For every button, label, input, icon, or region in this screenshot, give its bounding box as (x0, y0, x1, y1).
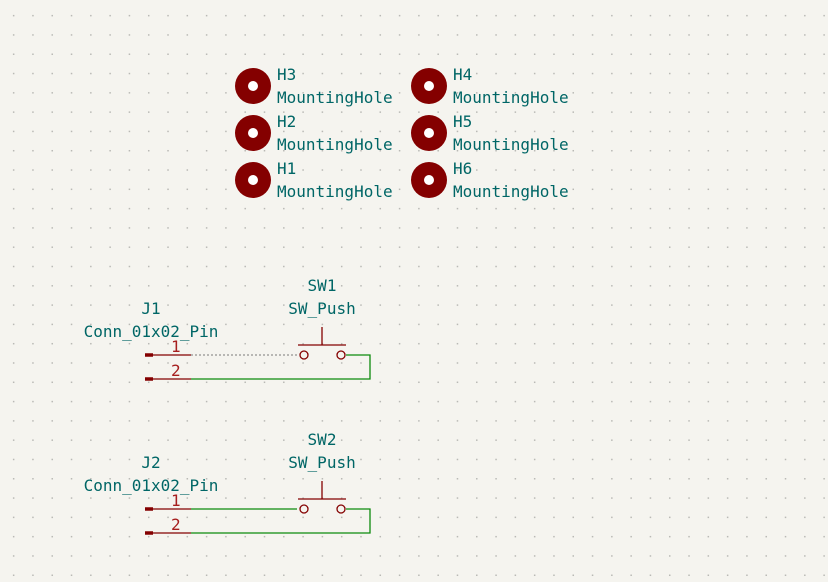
mounting-hole-h5[interactable]: H5 MountingHole (411, 112, 569, 154)
value-label: Conn_01x02_Pin (84, 476, 219, 495)
reference-label: H6 (453, 159, 472, 178)
connector-j2[interactable]: J2 Conn_01x02_Pin 1 2 (84, 453, 219, 535)
mounting-hole-h4[interactable]: H4 MountingHole (411, 65, 569, 107)
mounting-hole-h2[interactable]: H2 MountingHole (235, 112, 393, 154)
pin-number: 2 (171, 515, 181, 534)
mounting-hole-h6[interactable]: H6 MountingHole (411, 159, 569, 201)
value-label: MountingHole (277, 135, 393, 154)
switch-contact (299, 350, 309, 360)
reference-label: H5 (453, 112, 472, 131)
value-label: SW_Push (288, 299, 355, 318)
wire-j1-pin2-sw1[interactable] (191, 354, 371, 380)
value-label: MountingHole (453, 182, 569, 201)
pin-number: 2 (171, 361, 181, 380)
wire-j2-pin2-sw2[interactable] (191, 508, 371, 534)
switch-sw2[interactable]: SW2 SW_Push (288, 430, 356, 514)
reference-label: H1 (277, 159, 296, 178)
reference-label: H2 (277, 112, 296, 131)
mounting-hole-h1[interactable]: H1 MountingHole (235, 159, 393, 201)
switch-sw1[interactable]: SW1 SW_Push (288, 276, 356, 360)
value-label: SW_Push (288, 453, 355, 472)
pin-number: 1 (171, 337, 181, 356)
value-label: MountingHole (277, 182, 393, 201)
reference-label: J1 (141, 299, 160, 318)
value-label: MountingHole (277, 88, 393, 107)
switch-contact (336, 350, 346, 360)
value-label: Conn_01x02_Pin (84, 322, 219, 341)
value-label: MountingHole (453, 88, 569, 107)
connector-j1[interactable]: J1 Conn_01x02_Pin 1 2 (84, 299, 219, 381)
pin-number: 1 (171, 491, 181, 510)
switch-contact (336, 504, 346, 514)
reference-label: J2 (141, 453, 160, 472)
mounting-hole-h3[interactable]: H3 MountingHole (235, 65, 393, 107)
switch-contact (299, 504, 309, 514)
reference-label: H4 (453, 65, 472, 84)
reference-label: H3 (277, 65, 296, 84)
reference-label: SW1 (308, 276, 337, 295)
reference-label: SW2 (308, 430, 337, 449)
value-label: MountingHole (453, 135, 569, 154)
